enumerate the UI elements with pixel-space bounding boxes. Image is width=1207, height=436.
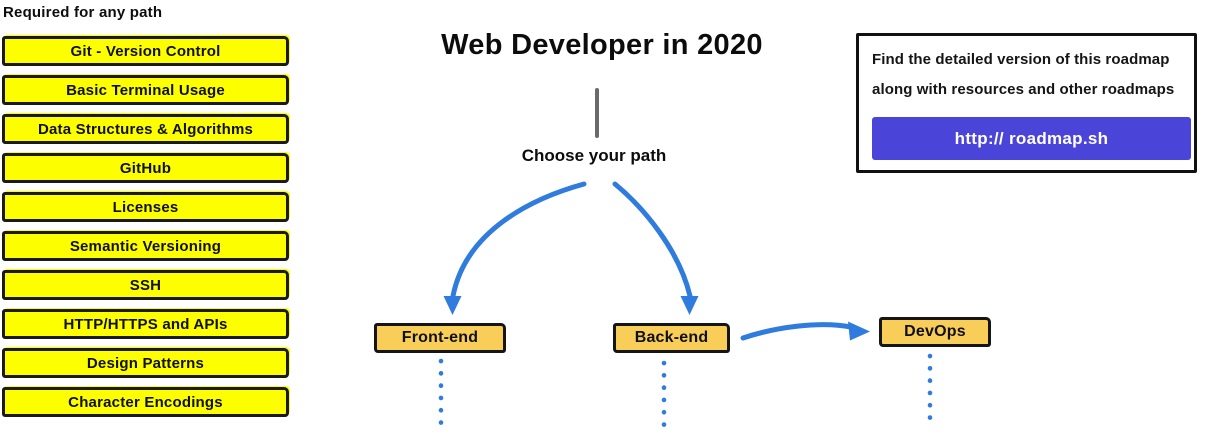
required-item-data-structures[interactable]: Data Structures & Algorithms (2, 114, 289, 144)
choose-path-label: Choose your path (521, 146, 667, 165)
divider-line (595, 88, 599, 138)
required-item-terminal[interactable]: Basic Terminal Usage (2, 75, 289, 105)
path-node-backend[interactable]: Back-end (613, 323, 730, 353)
required-list: Git - Version Control Basic Terminal Usa… (2, 36, 289, 417)
arrowhead-frontend (443, 296, 462, 315)
required-item-semantic-versioning[interactable]: Semantic Versioning (2, 231, 289, 261)
required-item-git[interactable]: Git - Version Control (2, 36, 289, 66)
page-title: Web Developer in 2020 (441, 29, 763, 61)
arrow-to-backend (612, 181, 693, 299)
required-item-licenses[interactable]: Licenses (2, 192, 289, 222)
arrow-backend-to-devops (740, 322, 854, 341)
path-node-devops[interactable]: DevOps (879, 317, 991, 347)
arrowhead-backend (680, 296, 699, 315)
info-line-1: Find the detailed version of this roadma… (872, 51, 1170, 68)
required-item-character-encodings[interactable]: Character Encodings (2, 387, 289, 417)
required-item-github[interactable]: GitHub (2, 153, 289, 183)
arrow-to-frontend (450, 181, 587, 299)
roadmap-link-button[interactable]: http:// roadmap.sh (872, 117, 1191, 160)
arrowhead-devops (848, 321, 870, 341)
info-box: Find the detailed version of this roadma… (856, 33, 1197, 173)
required-item-ssh[interactable]: SSH (2, 270, 289, 300)
required-item-http-apis[interactable]: HTTP/HTTPS and APIs (2, 309, 289, 339)
required-item-design-patterns[interactable]: Design Patterns (2, 348, 289, 378)
path-node-frontend[interactable]: Front-end (374, 323, 506, 353)
info-line-2: along with resources and other roadmaps (872, 81, 1175, 98)
required-heading: Required for any path (3, 4, 163, 21)
